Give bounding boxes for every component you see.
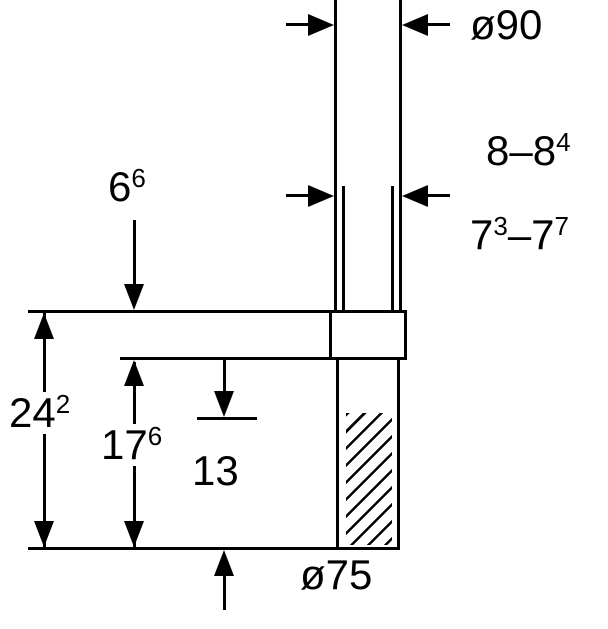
extension-line-socket-bottom (120, 357, 330, 360)
dim-label-176: 176 (96, 423, 168, 466)
pipe-lower-wall-left (336, 360, 339, 550)
dim-line-13-top (223, 360, 226, 393)
arrow-down-icon (34, 521, 54, 547)
pipe-upper-inner-wall-left (342, 186, 345, 312)
arrow-up-icon (124, 360, 144, 386)
dim-line-diameter-top-right (428, 23, 450, 26)
arrow-up-icon (214, 550, 234, 576)
dim-line-pipe-left (286, 194, 312, 197)
arrow-up-icon (34, 313, 54, 339)
arrow-left-icon (402, 14, 428, 36)
extension-line-socket-top (28, 310, 330, 313)
arrow-right-icon (308, 185, 334, 207)
dim-label-66: 66 (108, 163, 146, 210)
pipe-lower-wall-right (397, 360, 400, 550)
extension-line-pipe-bottom (28, 547, 400, 550)
dim-label-range-8-84: 8–84 (486, 127, 571, 174)
pipe-socket-outline (329, 310, 407, 360)
pipe-upper-outer-wall-right (399, 0, 402, 312)
dim-label-diameter-90: ø90 (470, 1, 543, 48)
extension-line-insertion-mark (197, 417, 257, 420)
dim-label-diameter-75: ø75 (300, 551, 373, 598)
arrow-right-icon (308, 14, 334, 36)
dim-line-66 (133, 220, 136, 286)
insertion-depth-hatch (346, 413, 392, 545)
dim-line-13-bottom (223, 574, 226, 610)
dim-label-242: 242 (4, 391, 76, 434)
arrow-left-icon (402, 185, 428, 207)
arrow-down-icon (124, 521, 144, 547)
dim-label-range-73-77: 73–77 (470, 211, 570, 258)
dim-line-pipe-right (428, 194, 450, 197)
dim-label-13: 13 (192, 447, 239, 494)
dim-line-diameter-top-left (286, 23, 312, 26)
pipe-upper-outer-wall-left (334, 0, 337, 312)
pipe-upper-inner-wall-right (391, 186, 394, 312)
arrow-down-icon (124, 284, 144, 310)
arrow-down-icon (214, 391, 234, 417)
